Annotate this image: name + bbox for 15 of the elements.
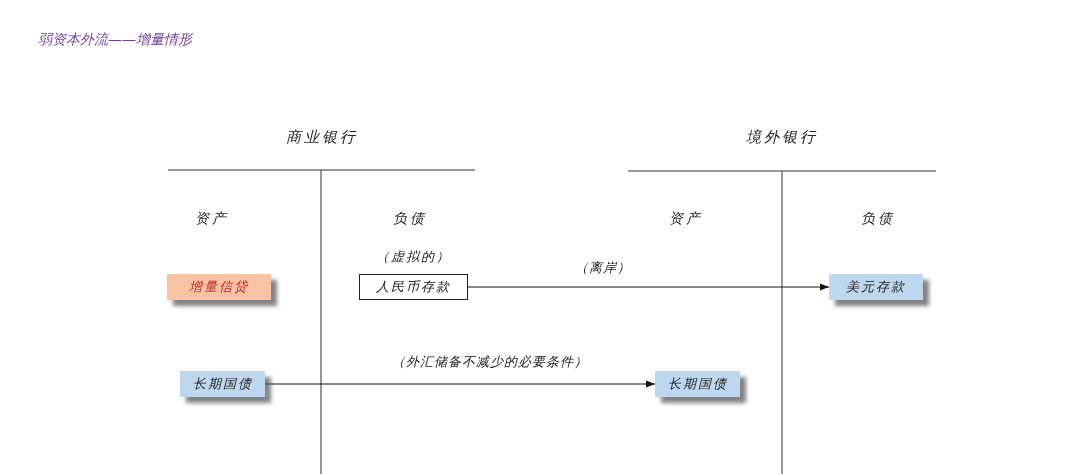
arrow [467, 283, 830, 291]
column-heading: 负债 [861, 209, 895, 227]
column-heading: 负债 [393, 209, 427, 227]
account-entry-box: 长期国债 [180, 371, 265, 397]
annotation-text: （虚拟的） [376, 249, 451, 265]
arrow [264, 380, 656, 388]
account-entry-box: 增量信贷 [167, 274, 271, 300]
account-entry-box: 人民币存款 [359, 274, 468, 300]
column-heading: 资产 [195, 209, 229, 227]
account-heading: 境外银行 [746, 128, 818, 146]
account-entry-box: 美元存款 [829, 274, 923, 300]
account-entry-box: 长期国债 [655, 371, 740, 397]
diagram-title: 弱资本外流——增量情形 [38, 31, 192, 48]
account-heading: 商业银行 [286, 128, 358, 146]
column-heading: 资产 [669, 209, 703, 227]
